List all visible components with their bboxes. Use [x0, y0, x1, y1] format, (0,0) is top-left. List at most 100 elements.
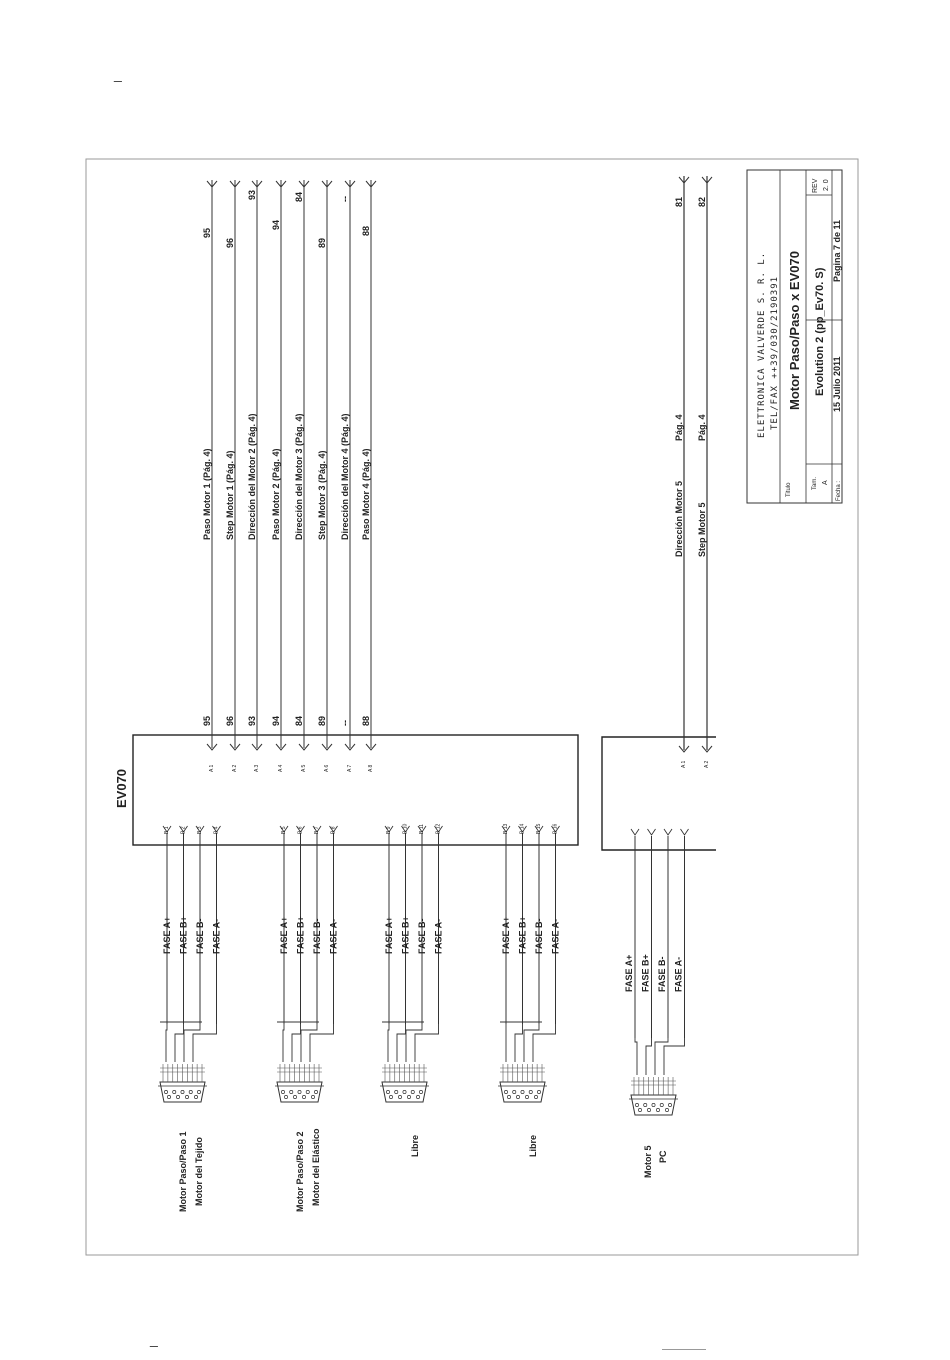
module-pin-label: B 3: [197, 826, 203, 834]
module-pin-icon: [518, 825, 527, 833]
signal-label: Step Motor 1 (Pág. 4): [225, 450, 235, 540]
module-pin-icon: [195, 825, 205, 833]
pc-signal-page: Pág. 4: [697, 414, 707, 441]
signal-label: Paso Motor 4 (Pág. 4): [361, 448, 371, 540]
module-pin-icon: [680, 828, 689, 836]
terminal-arrow-icon: [701, 745, 713, 753]
module-pin-icon: [296, 825, 305, 833]
phase-label: FASE A-: [551, 919, 561, 954]
terminal-arrow-icon: [206, 743, 218, 751]
phase-label: FASE A-: [212, 919, 222, 954]
phase-label: FASE B+: [641, 954, 651, 992]
module-pin-icon: [501, 825, 511, 833]
connector-label-line2: Motor del Tejido: [194, 1137, 204, 1206]
db9-connector-icon: [275, 1064, 324, 1103]
module-pin-icon: [312, 825, 322, 833]
module-pin-label: A 6: [324, 765, 330, 772]
phase-label: FASE A-: [674, 957, 684, 992]
module-pin-label: B 16: [553, 823, 559, 834]
signal-number-bottom: 89: [317, 716, 327, 726]
signal-number-top: 84: [294, 192, 304, 202]
header-mark: _: [114, 66, 122, 82]
pc-module-box: [601, 736, 716, 851]
module-pin-icon: [179, 825, 188, 833]
footer-mark: _: [150, 1331, 158, 1347]
module-pin-label: A 2: [232, 765, 238, 772]
phase-label: FASE A+: [384, 917, 394, 954]
titulo-label: Titulo: [786, 482, 792, 497]
module-pin-icon: [434, 825, 443, 833]
signal-number-top: 88: [361, 226, 371, 236]
signal-number-bottom: 95: [202, 716, 212, 726]
db9-connector-icon: [380, 1064, 429, 1103]
company-phone: TEL/FAX ++39/030/2190391: [770, 276, 780, 430]
connector-label-line1: Libre: [528, 1135, 538, 1157]
db9-connector-icon: [629, 1077, 678, 1116]
module-pin-label: A 2: [704, 761, 710, 768]
signal-number-top: 95: [202, 228, 212, 238]
connector-label-line1: Motor Paso/Paso 2: [295, 1131, 305, 1212]
phase-label: FASE B+: [296, 916, 306, 954]
module-pin-label: B 14: [520, 823, 526, 834]
signal-number-top: 94: [271, 220, 281, 230]
signal-number-bottom: 88: [361, 716, 371, 726]
ev070-module-box: [132, 734, 579, 846]
phase-label: FASE B+: [401, 916, 411, 954]
signal-label: Dirección del Motor 4 (Pág. 4): [340, 413, 350, 540]
terminal-arrow-icon: [678, 745, 690, 753]
date-value: 15 Julio 2011: [832, 356, 842, 412]
module-pin-label: B 8: [331, 826, 337, 834]
sheet-frame: [85, 158, 859, 1256]
connector-label-line2: PC: [658, 1150, 668, 1163]
module-pin-label: B 13: [503, 823, 509, 834]
signal-number-top: 93: [247, 190, 257, 200]
phase-label: FASE B-: [657, 956, 667, 992]
signal-label: Dirección del Motor 2 (Pág. 4): [247, 413, 257, 540]
signal-number-bottom: 96: [225, 716, 235, 726]
module-pin-label: A 4: [278, 765, 284, 772]
module-pin-label: B 9: [386, 826, 392, 834]
module-pin-label: A 8: [368, 765, 374, 772]
terminal-arrow-icon: [678, 176, 690, 184]
phase-label: FASE A+: [501, 917, 511, 954]
company-name: ELETTRONICA VALVERDE S. R. L.: [757, 252, 767, 438]
terminal-arrow-icon: [344, 180, 356, 188]
title-block: ELETTRONICA VALVERDE S. R. L. TEL/FAX ++…: [746, 169, 843, 504]
phase-label: FASE A+: [279, 917, 289, 954]
module-pin-label: B 5: [281, 826, 287, 834]
module-pin-label: A 3: [254, 765, 260, 772]
terminal-arrow-icon: [321, 743, 333, 751]
terminal-arrow-icon: [275, 180, 287, 188]
module-pin-icon: [551, 825, 560, 833]
signal-label: Step Motor 3 (Pág. 4): [317, 450, 327, 540]
module-pin-label: B 7: [314, 826, 320, 834]
connector-label-line1: Motor 5: [643, 1146, 653, 1179]
pc-signal-label: Step Motor 5: [697, 502, 707, 557]
rev-value: 2. 0: [823, 179, 830, 191]
fecha-label: Fecha :: [836, 481, 842, 501]
phase-label: FASE B-: [195, 918, 205, 954]
pc-signal-page: Pág. 4: [674, 414, 684, 441]
db9-connector-icon: [498, 1064, 547, 1103]
signal-number-bottom: 94: [271, 716, 281, 726]
rev-label: REV: [812, 178, 819, 193]
pc-signal-number: 81: [674, 197, 684, 207]
signal-number-bottom: 93: [247, 716, 257, 726]
terminal-arrow-icon: [701, 176, 713, 184]
connector-label-line2: Motor del Elástico: [311, 1128, 321, 1206]
terminal-arrow-icon: [365, 743, 377, 751]
module-pin-icon: [647, 828, 656, 836]
module-pin-label: A 1: [681, 761, 687, 768]
